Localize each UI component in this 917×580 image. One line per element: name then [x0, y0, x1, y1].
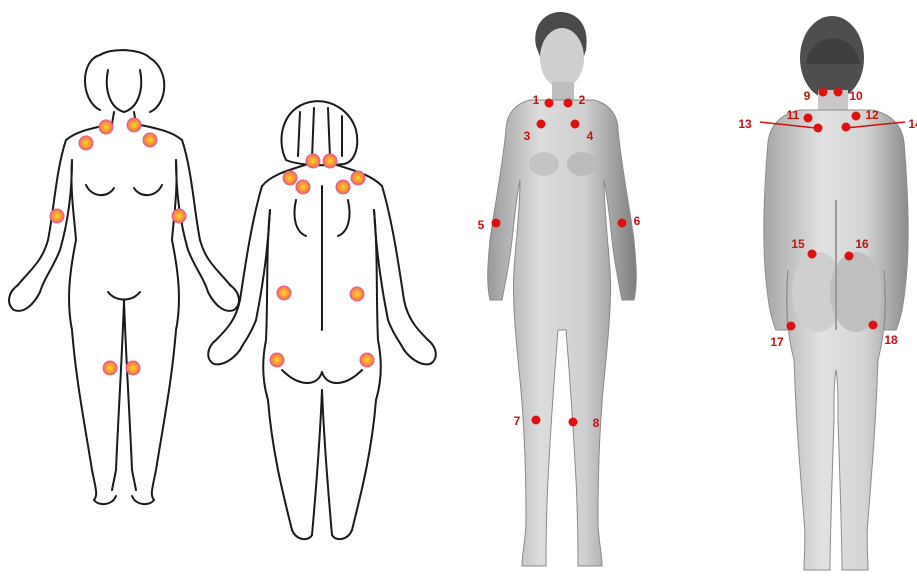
tender-point-label-15: 15: [791, 237, 805, 251]
sketch-back-tender-point-8: [350, 287, 365, 302]
tender-point-label-17: 17: [770, 335, 784, 349]
sketch-back-tender-point-5: [296, 180, 311, 195]
tender-point-14: [842, 123, 851, 132]
tender-point-label-9: 9: [804, 89, 811, 103]
tender-point-label-13: 13: [738, 117, 752, 131]
sketch-front-figure: [9, 50, 239, 504]
tender-point-label-18: 18: [884, 333, 898, 347]
tender-point-label-4: 4: [587, 129, 594, 143]
sketch-back-tender-point-4: [351, 171, 366, 186]
sketch-front-tender-point-5: [50, 209, 65, 224]
tender-point-1: [545, 99, 554, 108]
tender-point-12: [852, 112, 861, 121]
tender-point-label-6: 6: [634, 214, 641, 228]
sketch-back-tender-point-7: [277, 286, 292, 301]
tender-point-label-12: 12: [865, 108, 879, 122]
tender-point-label-3: 3: [524, 129, 531, 143]
tender-point-5: [492, 219, 501, 228]
tender-point-18: [869, 321, 878, 330]
tender-point-17: [787, 322, 796, 331]
tender-point-label-8: 8: [593, 416, 600, 430]
render-front-figure: [488, 12, 637, 566]
tender-point-3: [537, 120, 546, 129]
tender-point-label-2: 2: [579, 93, 586, 107]
tender-point-label-1: 1: [533, 93, 540, 107]
sketch-front-hair: [85, 50, 164, 112]
sketch-back-figure: [208, 101, 436, 539]
sketch-front-tender-point-6: [172, 209, 187, 224]
sketch-front-face: [107, 70, 141, 112]
tender-point-9: [819, 88, 828, 97]
sketch-front-tender-point-2: [127, 118, 142, 133]
render-front-body: [488, 100, 637, 566]
tender-point-10: [834, 88, 843, 97]
tender-point-label-11: 11: [787, 108, 800, 122]
tender-point-2: [564, 99, 573, 108]
render-back-figure: [764, 16, 908, 570]
sketch-back-tender-point-1: [306, 154, 321, 169]
tender-point-label-7: 7: [514, 414, 521, 428]
tender-point-label-5: 5: [478, 218, 485, 232]
sketch-front-tender-point-3: [79, 136, 94, 151]
tender-point-15: [808, 250, 817, 259]
sketch-back-hair: [281, 101, 357, 165]
sketch-back-tender-point-10: [360, 353, 375, 368]
tender-point-13: [814, 124, 823, 133]
sketch-front-tender-point-1: [99, 120, 114, 135]
tender-point-6: [618, 219, 627, 228]
tender-point-label-16: 16: [855, 237, 869, 251]
tender-point-11: [804, 114, 813, 123]
tender-point-7: [532, 416, 541, 425]
tender-point-4: [571, 120, 580, 129]
sketch-back-tender-point-9: [270, 353, 285, 368]
sketch-front-tender-point-8: [126, 361, 141, 376]
sketch-front-tender-point-4: [143, 133, 158, 148]
tender-point-label-10: 10: [849, 89, 863, 103]
tender-point-8: [569, 418, 578, 427]
sketch-front-dots: [50, 118, 187, 376]
sketch-back-tender-point-6: [336, 180, 351, 195]
sketch-back-tender-point-3: [283, 171, 298, 186]
tender-point-label-14: 14: [908, 117, 917, 131]
tender-point-16: [845, 252, 854, 261]
render-front-head: [540, 28, 584, 88]
sketch-back-tender-point-2: [323, 154, 338, 169]
sketch-front-tender-point-7: [103, 361, 118, 376]
